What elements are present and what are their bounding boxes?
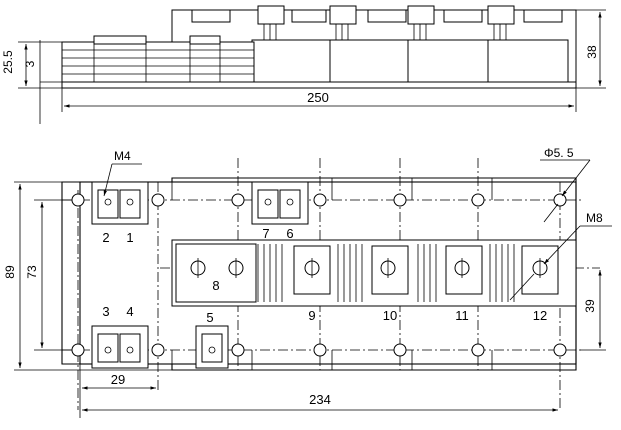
dim-span-large: 234 (309, 392, 331, 407)
dim-term-offset: 39 (583, 299, 597, 313)
dim-height-total: 38 (585, 45, 599, 59)
dim-height-base: 25.5 (1, 50, 15, 74)
side-left-part (61, 41, 255, 83)
side-fins (263, 24, 507, 40)
connector-6-7 (251, 181, 309, 225)
top-view: 1 2 3 4 5 6 7 8 9 10 11 12 M4 Φ5. 5 (3, 146, 612, 418)
terminal-label-10: 10 (383, 308, 397, 323)
connector-3-4 (91, 325, 149, 369)
terminal-label-6: 6 (286, 226, 293, 241)
terminal-labels: 1 2 3 4 5 6 7 8 9 10 11 12 (102, 226, 547, 325)
terminal-label-4: 4 (126, 304, 133, 319)
side-dimensions: 38 25.5 3 250 (1, 9, 606, 124)
dim-height-plate: 3 (23, 60, 37, 67)
terminal-label-3: 3 (102, 304, 109, 319)
dim-height-outer: 89 (3, 265, 17, 279)
terminal-label-9: 9 (308, 308, 315, 323)
dim-height-holes: 73 (25, 265, 39, 279)
terminal-label-1: 1 (126, 230, 133, 245)
label-m8: M8 (586, 211, 603, 225)
strip-ribs (257, 244, 515, 302)
side-view: 38 25.5 3 250 (1, 5, 606, 124)
terminal-label-12: 12 (533, 308, 547, 323)
terminal-label-8: 8 (212, 278, 219, 293)
dim-span-small: 29 (111, 372, 125, 387)
terminal-label-11: 11 (455, 308, 469, 323)
label-hole-dia: Φ5. 5 (544, 146, 574, 160)
connector-1-2 (91, 181, 149, 225)
terminal-label-2: 2 (102, 230, 109, 245)
top-dimensions: M4 Φ5. 5 M8 89 73 39 (3, 146, 612, 418)
dim-length: 250 (307, 90, 329, 105)
terminal-8-block (175, 243, 257, 303)
mounting-holes (71, 193, 567, 357)
side-base-plate (61, 81, 577, 89)
side-blocks (251, 39, 569, 83)
side-left-lines (62, 44, 254, 82)
terminal-label-7: 7 (262, 226, 269, 241)
side-top-notches (191, 5, 563, 25)
label-m4: M4 (114, 149, 131, 163)
terminal-label-5: 5 (206, 310, 213, 325)
connector-5 (195, 325, 229, 369)
terminal-bolts (190, 258, 548, 278)
